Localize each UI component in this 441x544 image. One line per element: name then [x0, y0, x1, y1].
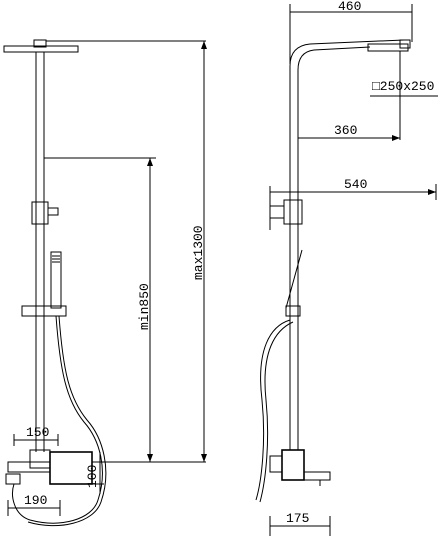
- dim-spout-depth: 175: [286, 511, 309, 526]
- side-mixer-spout: [303, 471, 331, 481]
- dim-head-width: 150: [26, 425, 49, 440]
- side-hose: [255, 319, 291, 501]
- dim-arm-reach: 460: [338, 0, 361, 14]
- front-hose: [12, 315, 103, 524]
- front-diverter-knob: [47, 207, 59, 216]
- side-mixer-body: [281, 449, 305, 481]
- side-mixer-knob: [269, 455, 283, 473]
- dim-head-size: □250x250: [372, 79, 434, 94]
- front-shower-head: [3, 45, 79, 53]
- dim-min-height: min850: [137, 283, 152, 330]
- side-hand-shower: [285, 249, 303, 309]
- dim-arm-length: 360: [334, 123, 357, 138]
- front-hose-outlet: [5, 473, 21, 485]
- side-diverter: [283, 199, 303, 225]
- side-shower-arm: [289, 39, 405, 450]
- side-slider-bracket: [285, 305, 301, 317]
- dim-spout: 190: [24, 493, 47, 508]
- side-view: 460 □250x250 360 540: [255, 0, 438, 536]
- front-hand-shower: [50, 251, 62, 309]
- front-diverter: [31, 201, 49, 225]
- dim-body-height: 100: [85, 465, 100, 488]
- front-slider-bracket: [21, 305, 67, 317]
- front-head-connector: [33, 39, 47, 48]
- dim-max-height: max1300: [191, 225, 206, 280]
- front-mixer-body: [29, 449, 51, 469]
- side-diverter-knob: [269, 205, 285, 219]
- front-mixer-spout: [7, 461, 51, 473]
- front-view: 150 100 190 min850 max1300: [3, 39, 207, 527]
- dim-total-reach: 540: [344, 177, 367, 192]
